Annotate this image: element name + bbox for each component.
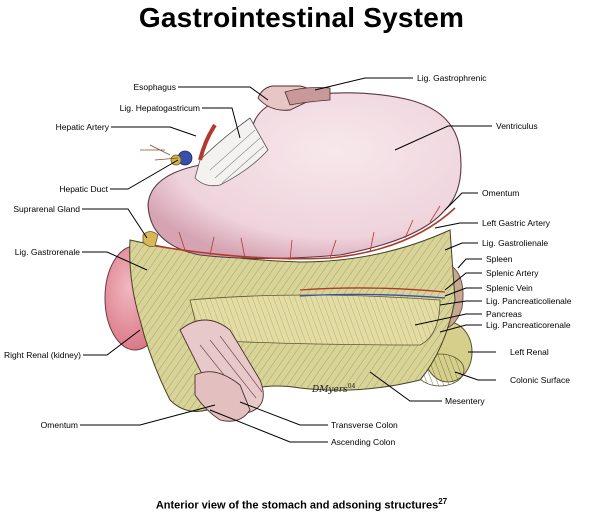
label-omentum-top: Omentum [482,188,520,198]
label-left-renal: Left Renal [510,347,549,357]
label-esophagus: Esophagus [133,82,176,92]
label-lig-pancreaticolienale: Lig. Pancreaticolienale [486,296,572,306]
label-hepatic-duct: Hepatic Duct [59,184,108,194]
label-lig-hepatogastricum: Lig. Hepatogastricum [119,103,200,113]
label-mesentery: Mesentery [445,396,485,406]
signature-name: DMyers [312,385,348,395]
hepatic-artery-shape [198,123,217,161]
label-ventriculus: Ventriculus [496,121,538,131]
figure-caption: Anterior view of the stomach and adsonin… [0,497,603,512]
label-right-renal: Right Renal (kidney) [3,350,81,360]
label-splenic-vein: Splenic Vein [486,283,533,293]
label-suprarenal-gland: Suprarenal Gland [13,204,80,214]
label-transverse-colon: Transverse Colon [331,420,398,430]
page-title: Gastrointestinal System [138,2,465,33]
splenic-vein-shape [299,293,446,299]
leader-lines [80,77,496,443]
label-lig-gastrorenale: Lig. Gastrorenale [14,247,80,257]
suprarenal-gland-shape [142,231,159,247]
label-colonic-surface: Colonic Surface [510,375,571,385]
label-hepatic-artery: Hepatic Artery [55,122,109,132]
splenic-artery-shape [299,287,446,293]
label-ascending-colon: Ascending Colon [331,437,396,447]
label-left-gastric-artery: Left Gastric Artery [482,218,551,228]
caption-text: Anterior view of the stomach and adsonin… [155,499,439,512]
caption-ref: 27 [438,497,448,506]
label-lig-pancreaticorenale: Lig. Pancreaticorenale [486,320,571,330]
label-lig-gastrophrenic: Lig. Gastrophrenic [417,73,487,83]
label-splenic-artery: Splenic Artery [486,268,539,278]
ascending-colon-shape [194,371,251,422]
gastroepiploic-artery [149,207,456,260]
label-spleen: Spleen [486,254,513,264]
artist-signature: DMyers04 [312,383,355,395]
label-pancreas: Pancreas [486,309,522,319]
signature-year: 04 [347,383,356,390]
stomach-shape [147,92,462,260]
label-omentum-bottom: Omentum [40,420,78,430]
label-lig-gastrolienale: Lig. Gastrolienale [482,238,549,248]
